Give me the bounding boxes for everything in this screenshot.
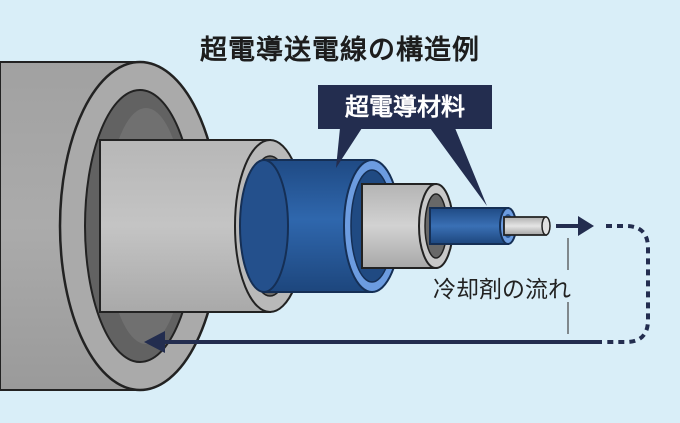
- flow-loop-dotted: [606, 224, 650, 344]
- callout-pointer-outer: [336, 128, 362, 168]
- diagram-title: 超電導送電線の構造例: [200, 35, 480, 66]
- central-rod-end: [541, 216, 551, 236]
- central-rod-body: [503, 216, 547, 236]
- coolant-flow-label: 冷却剤の流れ: [433, 277, 571, 303]
- callout-pointer-inner: [430, 128, 487, 206]
- callout-label: 超電導材料: [345, 93, 465, 121]
- superconductor-back: [239, 159, 289, 293]
- inner-conductor-body: [429, 207, 509, 245]
- callout-box: [318, 85, 492, 129]
- flow-return-arrowhead: [144, 331, 165, 353]
- flow-out-arrowhead: [578, 216, 594, 236]
